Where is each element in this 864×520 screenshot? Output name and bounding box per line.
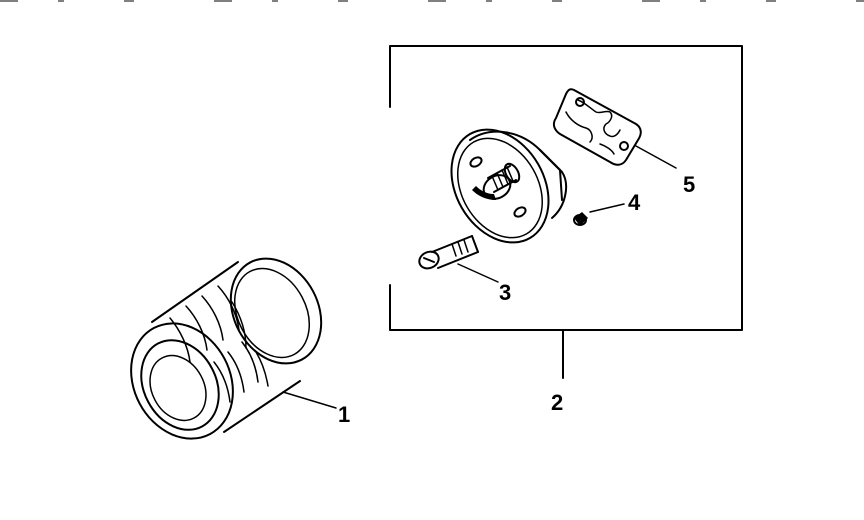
callout-2-label: 2 xyxy=(551,390,563,415)
screw-part xyxy=(418,235,499,283)
filter-adapter-housing xyxy=(450,128,568,244)
plug-part xyxy=(573,203,625,226)
callout-5-label: 5 xyxy=(683,172,695,197)
assembly-2-box xyxy=(389,45,743,379)
callout-1-leader xyxy=(282,391,337,409)
callout-4-label: 4 xyxy=(628,190,641,215)
gasket-part xyxy=(552,88,677,169)
callout-3-leader xyxy=(457,263,499,283)
callout-4-leader xyxy=(589,203,625,213)
callout-3-label: 3 xyxy=(499,280,511,305)
callout-5-leader xyxy=(635,145,677,169)
callout-1-label: 1 xyxy=(338,402,350,427)
oil-filter-part xyxy=(130,257,337,440)
